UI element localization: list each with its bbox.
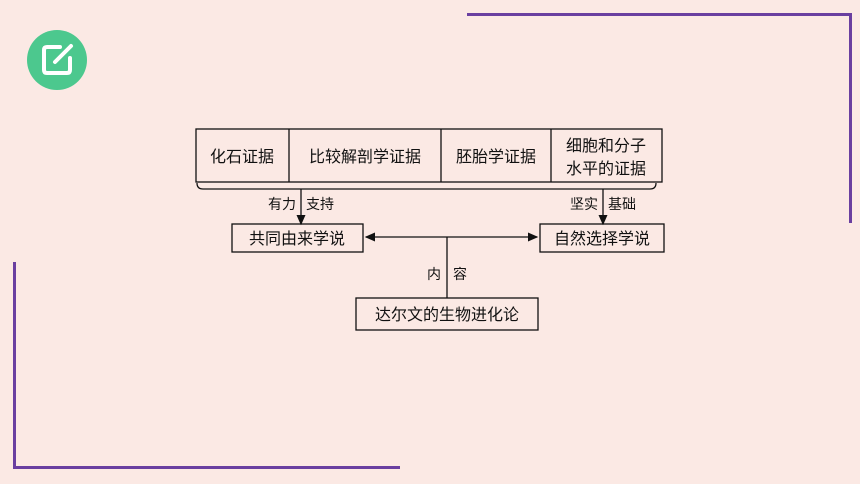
evidence-embryology: 胚胎学证据 (456, 147, 536, 166)
evidence-comparative-anatomy: 比较解剖学证据 (309, 147, 421, 166)
frame-bottom-line (13, 466, 400, 469)
evidence-brace (196, 182, 657, 190)
right-label-a: 坚实 (570, 197, 598, 213)
edit-note-icon (27, 30, 87, 90)
frame-top-line (467, 13, 852, 16)
darwin-theory-box (355, 297, 539, 331)
center-label-b: 容 (453, 266, 467, 283)
left-label-b: 支持 (306, 197, 334, 213)
frame-left-line (13, 262, 16, 469)
natural-selection-label: 自然选择学说 (554, 229, 650, 248)
evidence-molecular-line1: 细胞和分子 (566, 136, 646, 155)
right-label-b: 基础 (608, 196, 636, 213)
natural-selection-box (539, 223, 665, 253)
frame-right-line (849, 13, 852, 223)
left-label-a: 有力 (268, 197, 296, 213)
evidence-fossil: 化石证据 (210, 147, 274, 166)
evidence-row: 化石证据 比较解剖学证据 胚胎学证据 细胞和分子 水平的证据 (195, 128, 663, 183)
common-descent-box (231, 223, 364, 253)
common-descent-label: 共同由来学说 (249, 229, 345, 248)
evidence-molecular-line2: 水平的证据 (566, 159, 646, 178)
center-label-a: 内 (427, 267, 441, 283)
darwin-theory-label: 达尔文的生物进化论 (375, 305, 519, 324)
